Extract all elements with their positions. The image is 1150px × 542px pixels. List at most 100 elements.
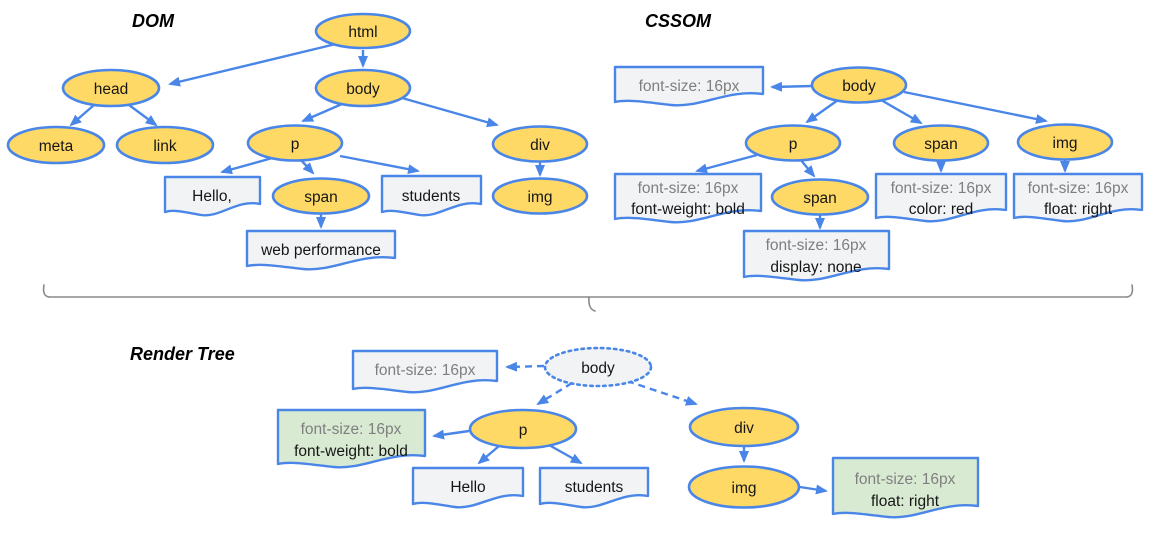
cssom-node-body-ellipse bbox=[810, 66, 908, 104]
render-note-p-rule-shape bbox=[276, 408, 427, 469]
dom-note-students-shape bbox=[380, 174, 483, 217]
cssom-note-p-rule-shape bbox=[613, 172, 763, 224]
arrow-dom-head-to-link bbox=[128, 104, 158, 127]
cssom-node-img-ellipse bbox=[1016, 123, 1114, 161]
dom-node-html-ellipse bbox=[314, 12, 412, 50]
cssom-note-span-child-rule-line1: font-size: 16px bbox=[766, 237, 867, 254]
merge-brace bbox=[42, 284, 1134, 312]
cssom-node-body: body bbox=[810, 66, 908, 104]
cssom-node-body-label: body bbox=[842, 78, 876, 95]
arrow-dom-html-to-head bbox=[168, 41, 341, 87]
dom-note-web-performance: web performance bbox=[245, 229, 397, 271]
arrow-cssom-body-to-p bbox=[805, 99, 839, 124]
cssom-node-span-child-label: span bbox=[803, 190, 837, 207]
dom-node-p-label: p bbox=[291, 136, 300, 153]
cssom-note-span-rule: font-size: 16px color: red bbox=[874, 172, 1008, 223]
arrow-cssom-body-to-span bbox=[880, 98, 923, 125]
arrow-render-p-to-p-rule bbox=[432, 429, 470, 440]
render-note-img-rule: font-size: 16px float: right bbox=[831, 456, 980, 519]
render-node-body-label: body bbox=[581, 360, 615, 377]
cssom-note-p-rule-line2: font-weight: bold bbox=[631, 201, 745, 218]
arrow-render-body-to-p bbox=[536, 381, 573, 406]
dom-node-head-ellipse bbox=[61, 68, 161, 108]
arrow-dom-p-to-hello bbox=[220, 155, 277, 175]
cssom-note-img-rule-line1: font-size: 16px bbox=[1028, 180, 1129, 197]
render-note-hello-shape bbox=[411, 466, 525, 509]
render-note-img-rule-shape bbox=[831, 456, 980, 519]
cssom-node-p: p bbox=[744, 124, 842, 162]
dom-node-meta-ellipse bbox=[6, 125, 106, 165]
render-note-body-rule-line1: font-size: 16px bbox=[375, 362, 476, 379]
cssom-note-span-rule-line1: font-size: 16px bbox=[891, 180, 992, 197]
arrow-cssom-p-to-p-rule bbox=[695, 153, 758, 174]
render-note-body-rule: font-size: 16px bbox=[351, 349, 499, 394]
arrow-render-body-to-body-rule bbox=[505, 361, 545, 372]
cssom-section-title: CSSOM bbox=[645, 11, 712, 31]
dom-node-span: span bbox=[271, 177, 371, 215]
cssom-note-body-rule-shape bbox=[613, 65, 765, 107]
dom-node-link-label: link bbox=[153, 138, 177, 155]
dom-node-img: img bbox=[491, 177, 589, 215]
dom-note-hello: Hello, bbox=[163, 175, 262, 217]
render-note-p-rule-line2: font-weight: bold bbox=[294, 443, 408, 460]
dom-node-div-ellipse bbox=[491, 125, 589, 163]
render-node-body: body bbox=[543, 346, 653, 388]
render-note-students-text: students bbox=[565, 479, 624, 496]
render-note-students-shape bbox=[538, 466, 650, 509]
dom-node-p-ellipse bbox=[246, 124, 344, 162]
render-note-body-rule-shape bbox=[351, 349, 499, 394]
render-node-div-ellipse bbox=[688, 406, 800, 448]
dom-node-div-label: div bbox=[530, 137, 550, 154]
render-tree-section-title: Render Tree bbox=[130, 344, 235, 364]
cssom-node-span-ellipse bbox=[892, 124, 990, 162]
cssom-note-span-child-rule: font-size: 16px display: none bbox=[742, 229, 891, 282]
arrow-render-body-to-div bbox=[626, 379, 698, 406]
dom-node-html: html bbox=[314, 12, 412, 50]
render-note-hello-text: Hello bbox=[450, 479, 485, 496]
dom-note-web-performance-shape bbox=[245, 229, 397, 271]
dom-node-span-ellipse bbox=[271, 177, 371, 215]
render-node-img-ellipse bbox=[687, 465, 801, 509]
render-node-p-ellipse bbox=[468, 408, 578, 450]
merge-brace-center-hook bbox=[588, 296, 596, 312]
render-note-students: students bbox=[538, 466, 650, 509]
cssom-note-span-child-rule-shape bbox=[742, 229, 891, 282]
cssom-note-body-rule-line1: font-size: 16px bbox=[639, 78, 740, 95]
cssom-note-img-rule: font-size: 16px float: right bbox=[1012, 172, 1144, 223]
cssom-node-span: span bbox=[892, 124, 990, 162]
dom-node-link: link bbox=[115, 125, 215, 165]
dom-node-link-ellipse bbox=[115, 125, 215, 165]
cssom-note-body-rule: font-size: 16px bbox=[613, 65, 765, 107]
arrow-cssom-p-to-span-child bbox=[799, 158, 816, 178]
cssom-node-span-child-ellipse bbox=[770, 178, 870, 216]
render-note-p-rule: font-size: 16px font-weight: bold bbox=[276, 408, 427, 469]
arrow-dom-body-to-div bbox=[401, 96, 499, 128]
render-node-body-ellipse bbox=[543, 346, 653, 388]
arrow-render-p-to-hello bbox=[477, 445, 500, 465]
render-node-img-label: img bbox=[732, 480, 757, 497]
arrow-dom-head-to-meta bbox=[69, 104, 95, 127]
render-node-img: img bbox=[687, 465, 801, 509]
render-note-img-rule-line2: float: right bbox=[871, 493, 940, 510]
arrow-dom-body-to-p bbox=[301, 102, 343, 123]
dom-node-div: div bbox=[491, 125, 589, 163]
cssom-note-span-rule-line2: color: red bbox=[909, 201, 974, 218]
cssom-node-img: img bbox=[1016, 123, 1114, 161]
cssom-node-span-child: span bbox=[770, 178, 870, 216]
cssom-note-span-rule-shape bbox=[874, 172, 1008, 223]
cssom-node-p-ellipse bbox=[744, 124, 842, 162]
render-note-p-rule-line1: font-size: 16px bbox=[301, 421, 402, 438]
render-node-div: div bbox=[688, 406, 800, 448]
cssom-node-p-label: p bbox=[789, 136, 798, 153]
dom-note-hello-shape bbox=[163, 175, 262, 217]
dom-section: DOM html head body meta bbox=[6, 11, 589, 271]
dom-node-head: head bbox=[61, 68, 161, 108]
arrow-cssom-body-to-img bbox=[903, 90, 1048, 124]
cssom-section: CSSOM body p span img span bbox=[613, 11, 1144, 282]
render-note-hello: Hello bbox=[411, 466, 525, 509]
cssom-note-p-rule: font-size: 16px font-weight: bold bbox=[613, 172, 763, 224]
dom-node-img-ellipse bbox=[491, 177, 589, 215]
dom-note-web-performance-text: web performance bbox=[260, 242, 381, 259]
